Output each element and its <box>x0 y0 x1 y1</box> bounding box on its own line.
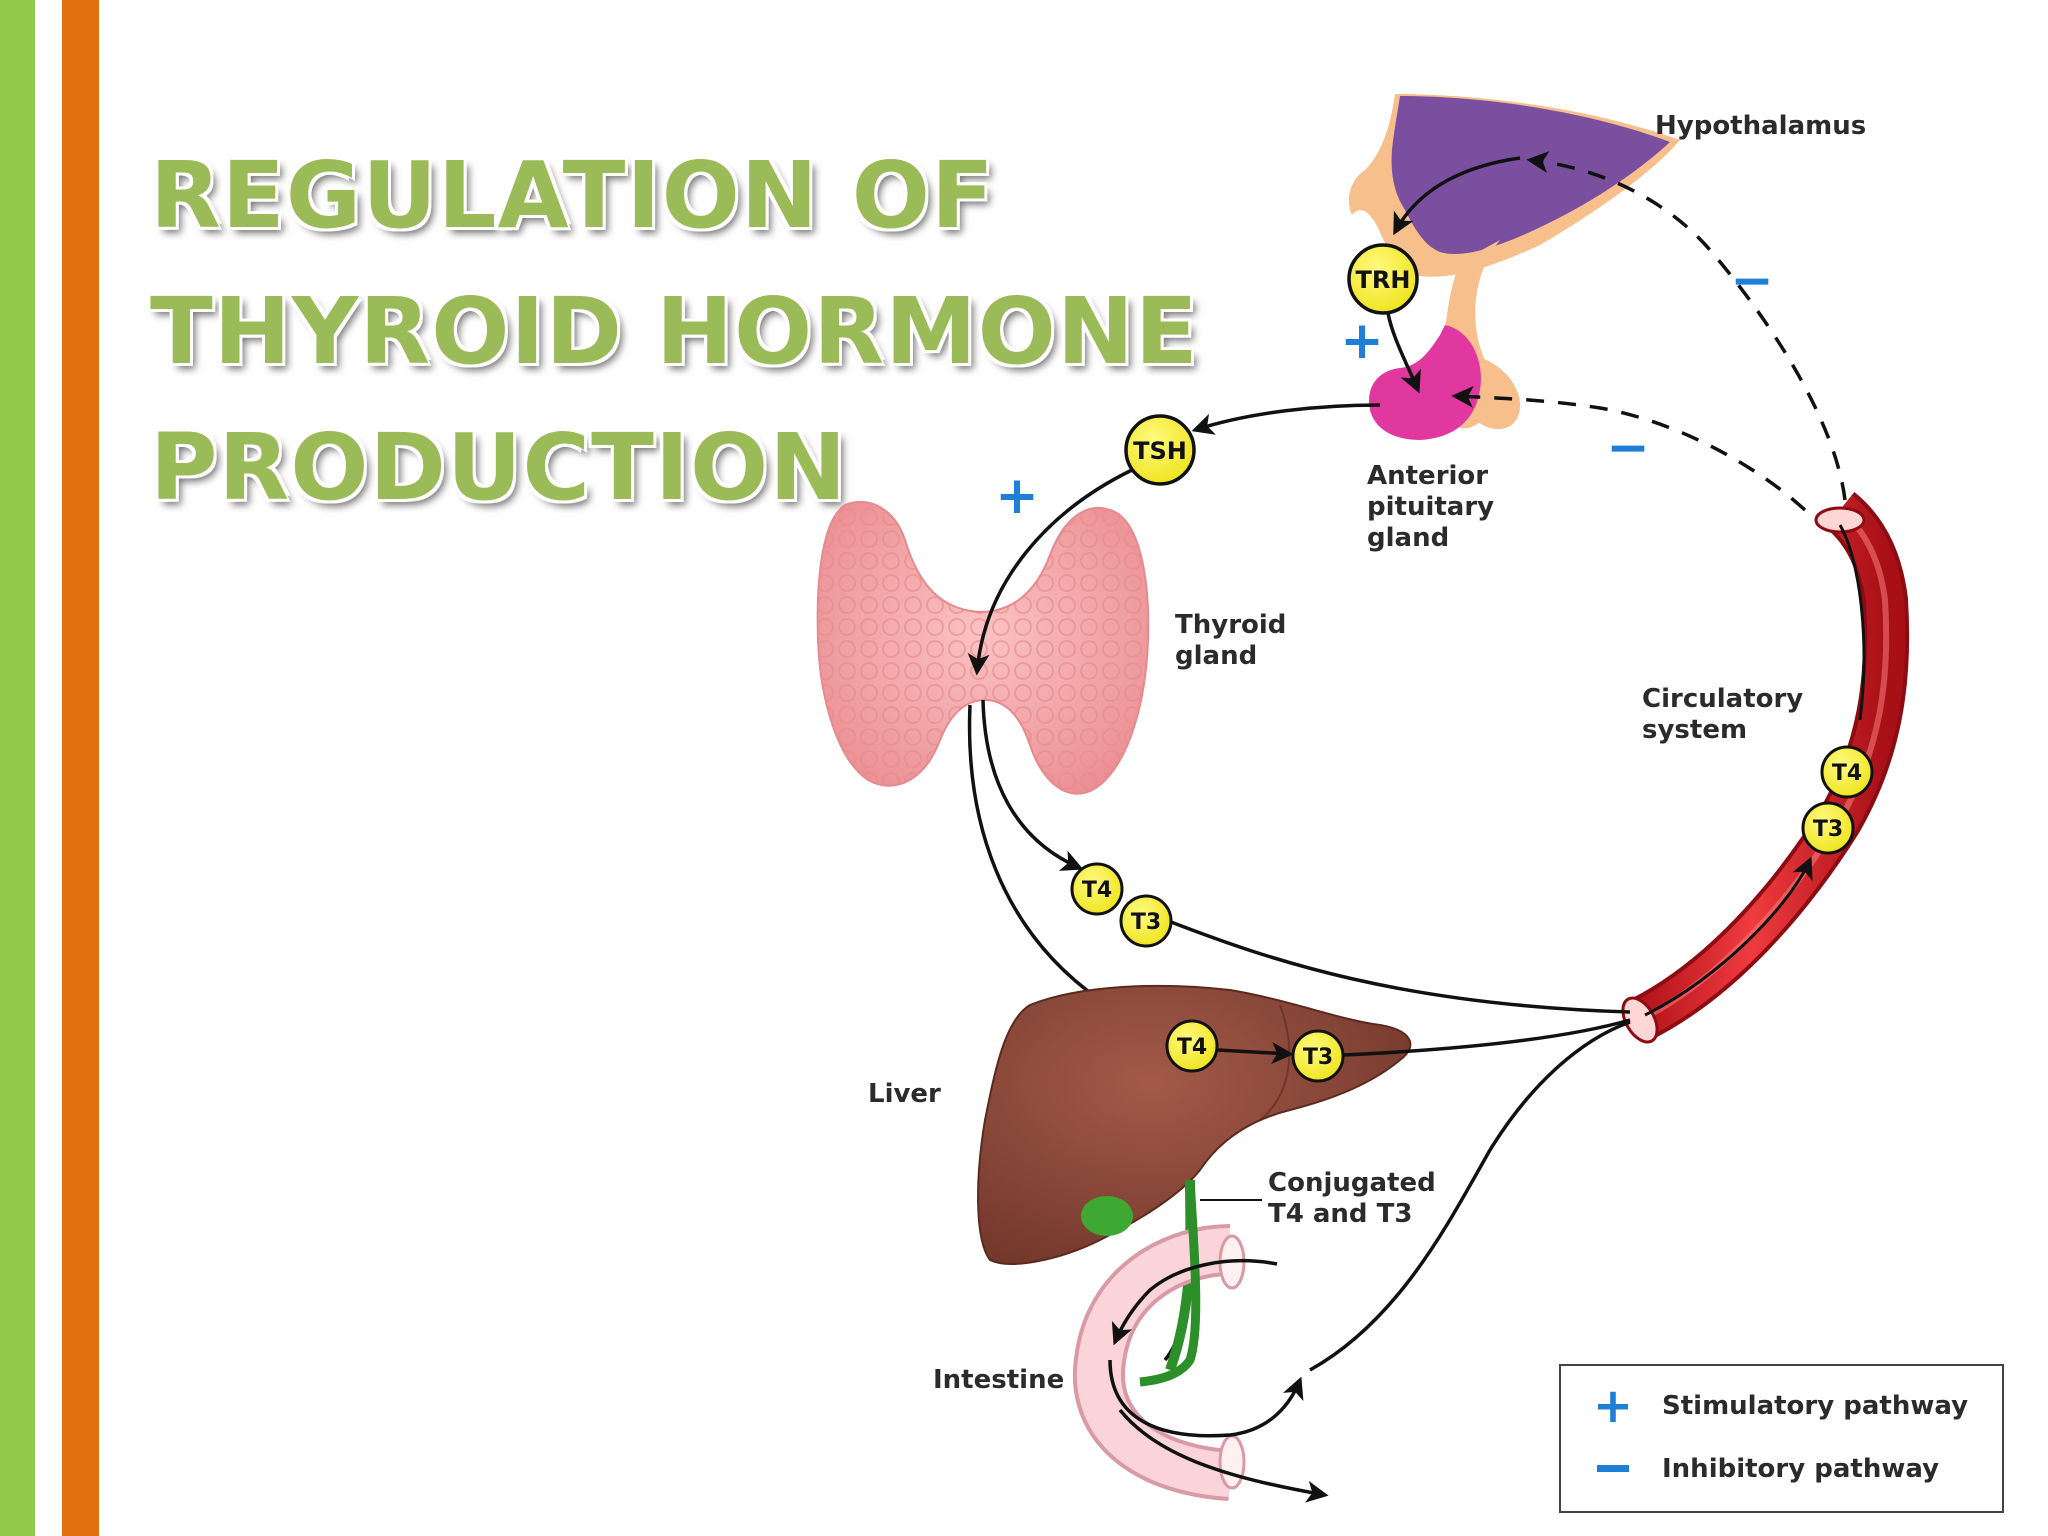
plus-sign-trh: + <box>1340 311 1384 371</box>
tsh-hormone-badge: TSH <box>1124 414 1196 486</box>
trh-to-pituitary-arrow <box>1386 312 1421 394</box>
vessel-flow-line-top <box>1838 524 1866 721</box>
title-line-3: PRODUCTION <box>150 414 848 521</box>
title-line-2: THYROID HORMONE <box>150 278 1199 385</box>
conjugated-label: Conjugated T4 and T3 <box>1268 1168 1445 1229</box>
vessel-t4-badge: T4 <box>1820 745 1874 799</box>
left-accent-bar-orange <box>62 0 99 1536</box>
legend-inhibitory-label: Inhibitory pathway <box>1662 1454 1939 1484</box>
slide-title: REGULATION OF THYROID HORMONE PRODUCTION <box>150 128 1199 536</box>
svg-text:T4: T4 <box>1177 1035 1207 1060</box>
t4t3-to-vessel-line <box>1170 920 1631 1014</box>
minus-sign-pituitary: − <box>1606 418 1650 478</box>
tsh-to-thyroid-arrow <box>967 468 1133 676</box>
svg-text:TSH: TSH <box>1133 437 1187 465</box>
t4-to-t3-conversion-arrow <box>1217 1041 1294 1064</box>
intestine-to-vessel-line <box>1309 1020 1631 1372</box>
liver-label: Liver <box>868 1079 941 1109</box>
thyroid-t4-badge: T4 <box>1070 862 1124 916</box>
legend-stimulatory-label: Stimulatory pathway <box>1662 1391 1968 1421</box>
thyroid-t3-badge: T3 <box>1119 894 1173 948</box>
liver-t4-badge: T4 <box>1165 1019 1219 1073</box>
trh-hormone-badge: TRH <box>1347 243 1419 315</box>
minus-sign-hypothalamus: − <box>1730 251 1774 311</box>
legend-plus-icon: + <box>1593 1378 1633 1434</box>
svg-text:T3: T3 <box>1303 1045 1333 1070</box>
svg-text:T3: T3 <box>1131 910 1161 935</box>
hypothalamus-label: Hypothalamus <box>1655 111 1866 141</box>
pituitary-illustration <box>1369 325 1520 440</box>
thyroid-gland-label: Thyroid gland <box>1175 610 1295 671</box>
left-accent-bar-green <box>0 0 35 1536</box>
feedback-to-hypothalamus-dashed-arrow <box>1526 151 1847 501</box>
hypothalamus-to-trh-arrow <box>1393 156 1521 236</box>
liver-t3-to-vessel-line <box>1342 1018 1631 1057</box>
intestine-label: Intestine <box>933 1365 1064 1395</box>
feedback-to-pituitary-dashed-arrow <box>1451 385 1807 512</box>
intestine-reabsorption-arrow <box>1108 1359 1304 1438</box>
legend-box: + Stimulatory pathway Inhibitory pathway <box>1559 1364 2004 1513</box>
plus-sign-tsh: + <box>995 466 1039 526</box>
svg-text:TRH: TRH <box>1356 266 1411 294</box>
svg-text:T4: T4 <box>1832 761 1862 786</box>
circulatory-system-label: Circulatory system <box>1642 684 1812 745</box>
pituitary-to-tsh-arrow <box>1191 403 1381 435</box>
thyroid-to-t4t3-arrow <box>981 699 1084 871</box>
title-line-1: REGULATION OF <box>150 142 995 249</box>
legend-minus-icon <box>1597 1465 1629 1472</box>
svg-text:T3: T3 <box>1813 817 1843 842</box>
intestine-excretion-arrow <box>1118 1408 1329 1503</box>
vessel-flow-arrow <box>1644 856 1813 1017</box>
liver-t3-badge: T3 <box>1291 1029 1345 1083</box>
vessel-t3-badge: T3 <box>1801 801 1855 855</box>
thyroid-illustration <box>816 500 1150 795</box>
anterior-pituitary-label: Anterior pituitary gland <box>1367 461 1503 553</box>
svg-text:T4: T4 <box>1082 878 1112 903</box>
intestine-entry-arrow <box>1111 1259 1278 1346</box>
